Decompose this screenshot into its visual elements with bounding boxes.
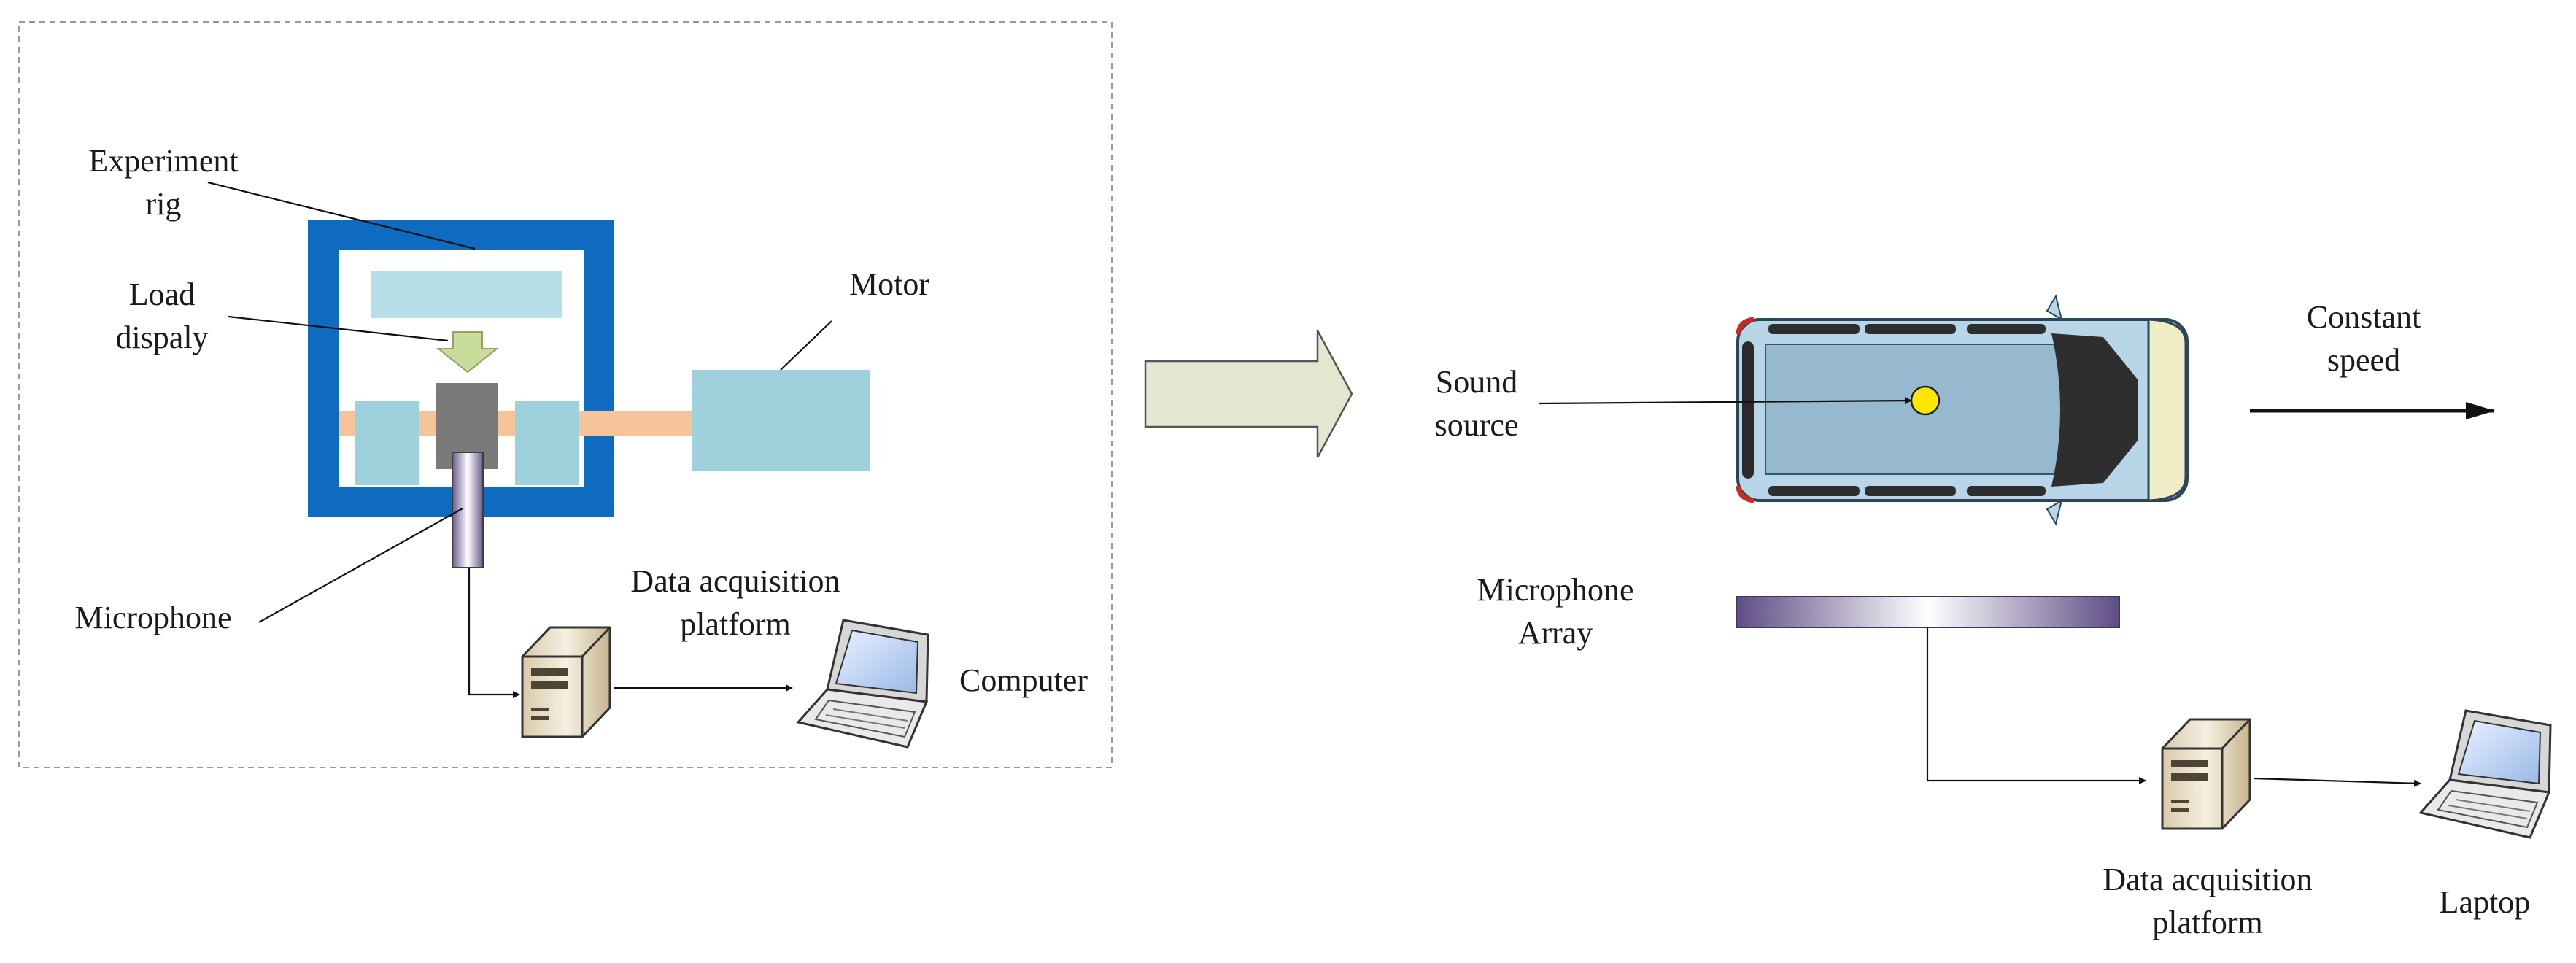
leader-experiment-rig <box>207 181 476 250</box>
rig-top-panel <box>371 271 562 318</box>
right-panel: Sound source Constant speed Microphone A… <box>1435 294 2552 940</box>
laptop-icon <box>2418 709 2552 839</box>
label-experiment-rig-line2: rig <box>146 186 182 222</box>
label-load-display-line2: dispaly <box>115 320 208 355</box>
leader-motor <box>780 320 832 371</box>
daq-to-laptop-wire <box>2253 777 2421 787</box>
leader-sound-source <box>1538 397 1912 405</box>
daq-tower-icon-right <box>2161 718 2251 830</box>
left-panel-border <box>18 21 1113 768</box>
label-motor: Motor <box>849 266 929 302</box>
label-sound-source-line2: source <box>1435 407 1519 443</box>
label-laptop: Laptop <box>2440 884 2531 920</box>
daq-tower-icon <box>521 626 611 738</box>
label-mic-array-line2: Array <box>1518 615 1593 651</box>
label-computer: Computer <box>959 662 1088 698</box>
array-to-daq-wire <box>1926 627 2146 784</box>
label-daq-line1: Data acquisition <box>630 563 840 599</box>
computer-laptop-icon <box>796 619 929 749</box>
bearing-right <box>515 401 579 485</box>
label-daq-right-line2: platform <box>2152 905 2263 940</box>
leader-load-display <box>228 315 449 342</box>
mic-to-daq-wire <box>468 568 520 698</box>
microphone-probe <box>452 452 484 568</box>
label-constant-speed-line1: Constant <box>2307 299 2421 335</box>
bearing-left <box>355 401 419 485</box>
leader-microphone <box>258 508 463 623</box>
label-experiment-rig-line1: Experiment <box>88 143 238 179</box>
label-microphone: Microphone <box>74 600 231 635</box>
label-mic-array-line1: Microphone <box>1477 572 1633 608</box>
transition-arrow <box>1144 330 1353 458</box>
label-daq-line2: platform <box>680 606 791 642</box>
microphone-array-bar <box>1736 596 2120 628</box>
label-daq-right-line1: Data acquisition <box>2103 862 2312 897</box>
left-panel: Experiment rig Load dispaly Motor Microp… <box>18 21 1113 768</box>
load-arrow <box>436 331 499 374</box>
vehicle-top-view <box>1736 294 2189 526</box>
label-load-display-line1: Load <box>129 276 195 312</box>
sound-source-point <box>1910 385 1941 416</box>
label-constant-speed-line2: speed <box>2327 342 2400 378</box>
motor-block <box>692 370 870 471</box>
label-sound-source-line1: Sound <box>1436 364 1517 400</box>
